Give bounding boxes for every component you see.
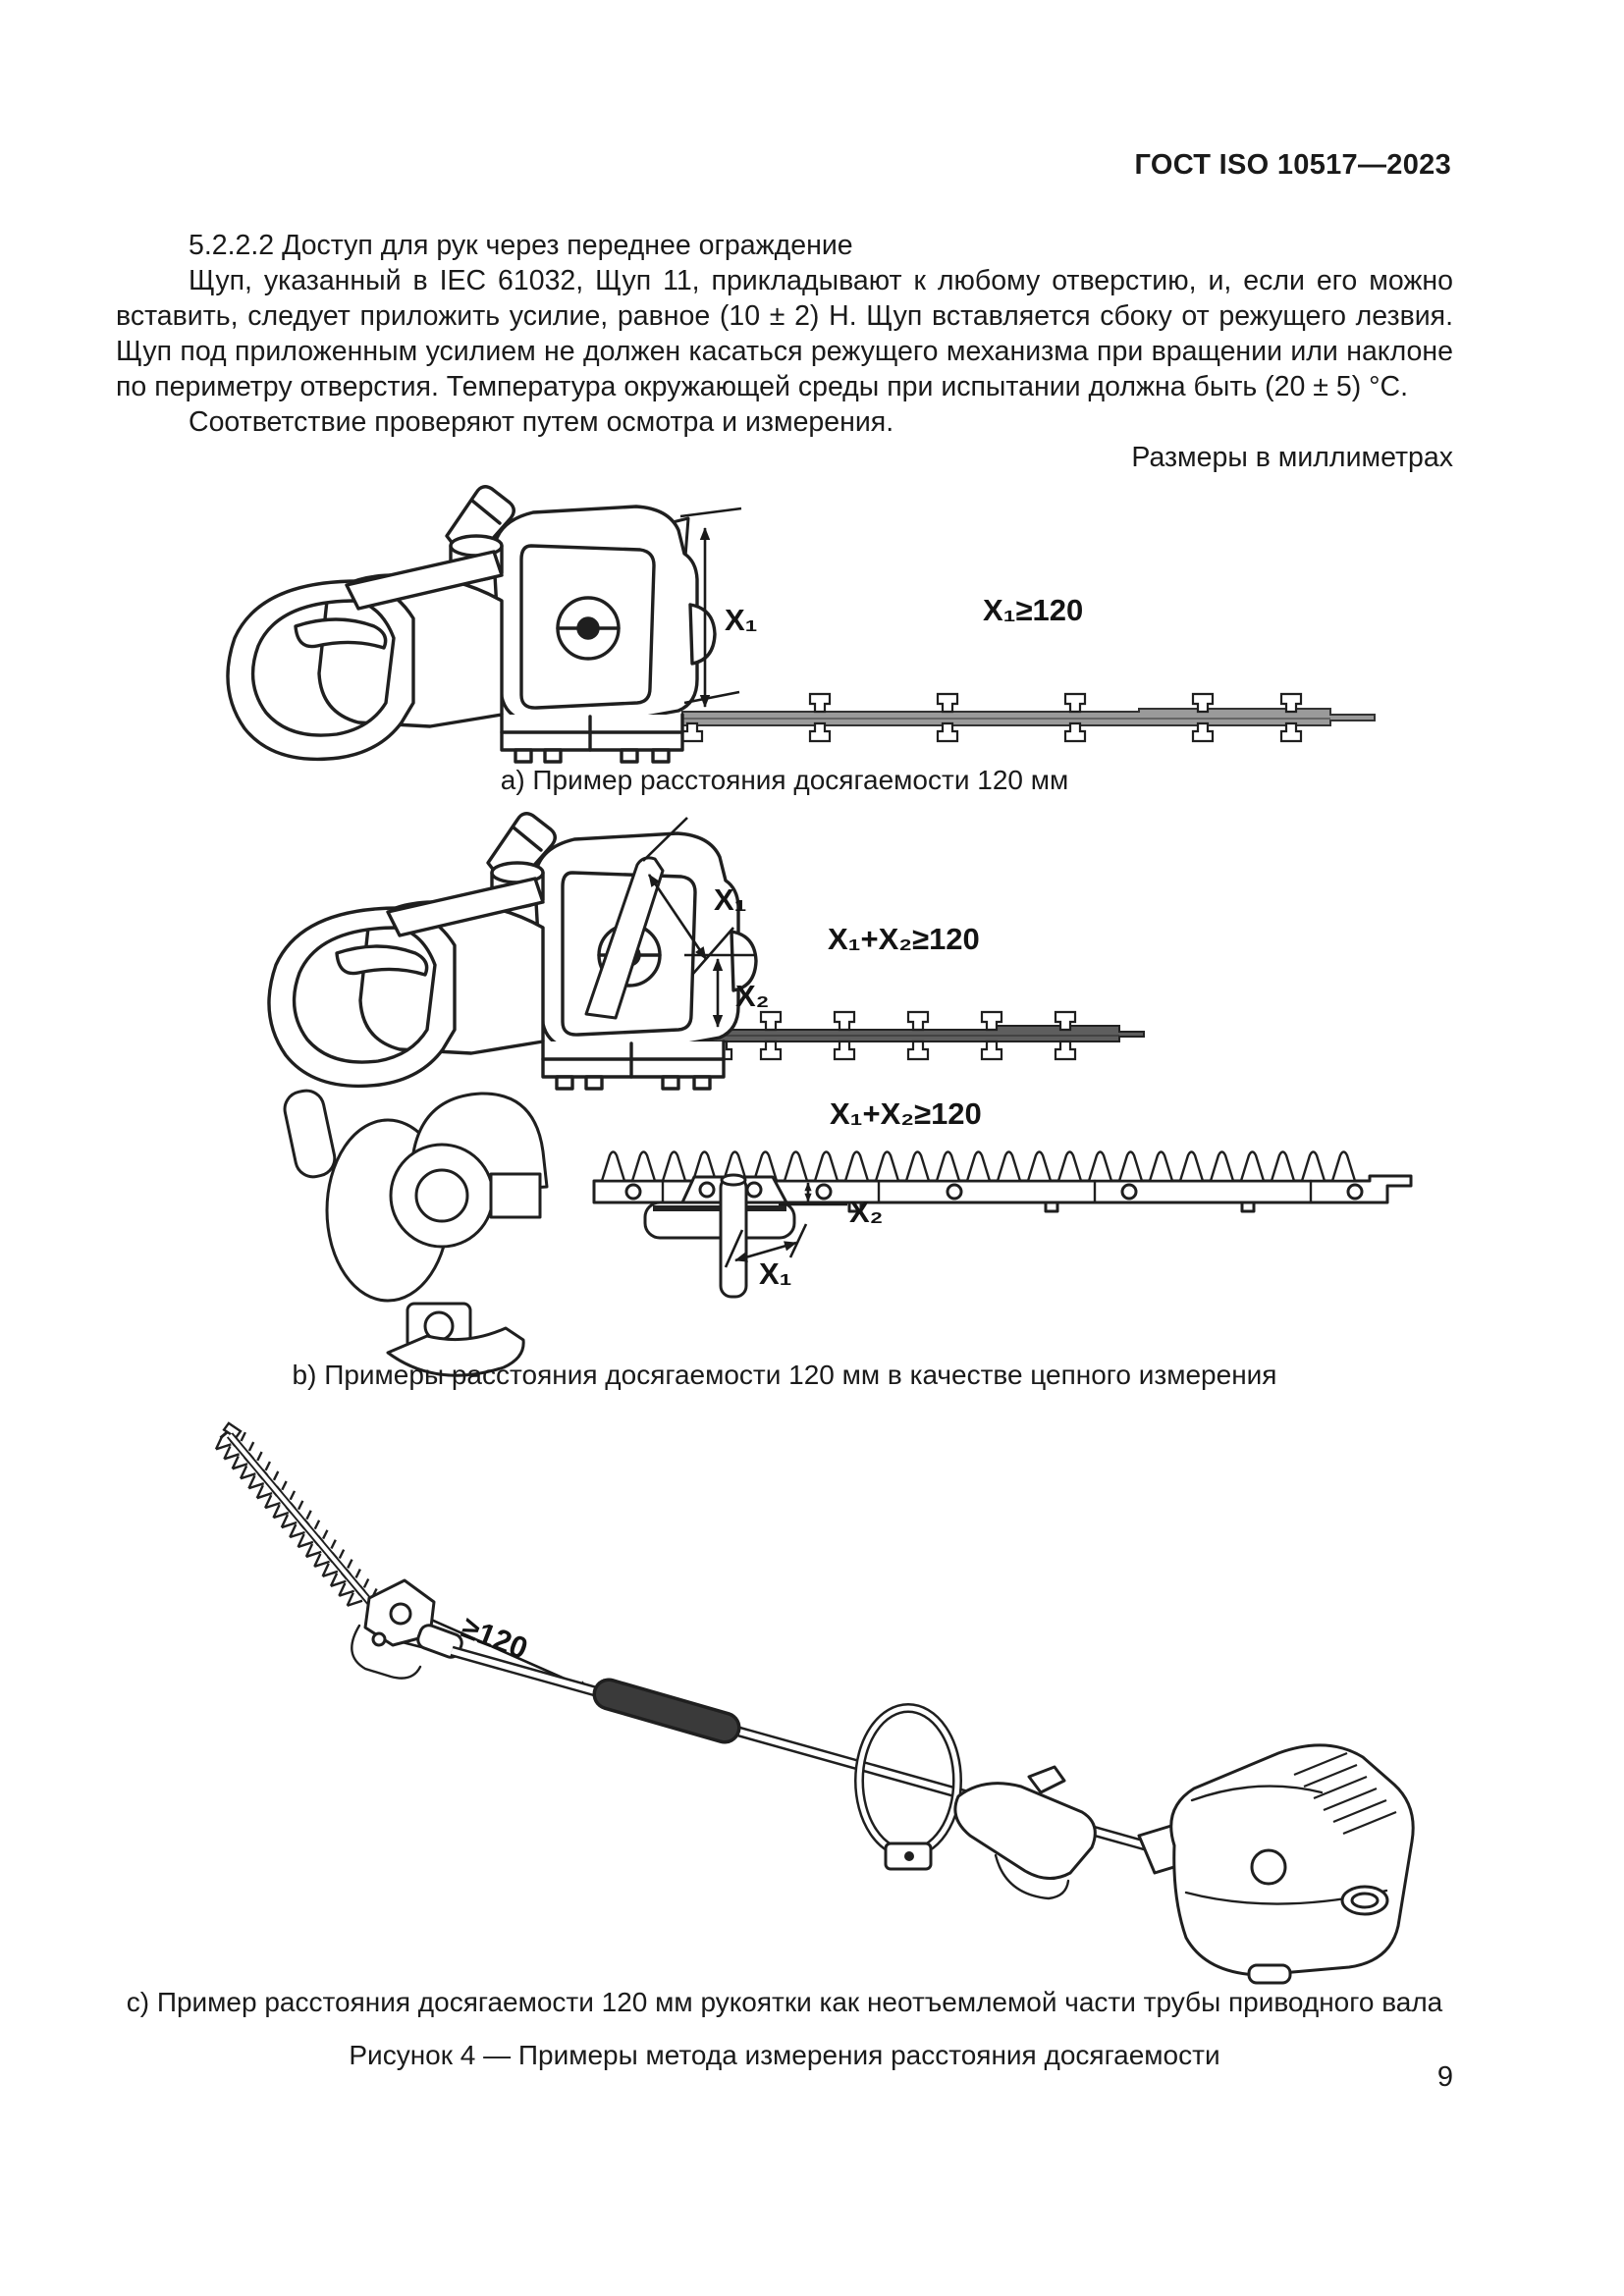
trimmer-body-drawing: [267, 812, 758, 1091]
trimmer-body-drawing: [226, 485, 717, 764]
paragraph: Щуп, указанный в IEC 61032, Щуп 11, прик…: [116, 265, 1453, 402]
figure-b-hedge-trimmer-top-view: X₂ X₁ X₁+X₂≥120: [283, 1089, 1413, 1377]
figure-b-hedge-trimmer-side-view: X₁ X₂ X₁+X₂≥120: [267, 812, 1145, 1091]
label-requirement: X₁+X₂≥120: [830, 1096, 982, 1131]
blade-teeth: [600, 1150, 1357, 1183]
document-title: ГОСТ ISO 10517—2023: [1134, 149, 1451, 181]
section-heading: 5.2.2.2 Доступ для рук через переднее ог…: [189, 230, 853, 261]
figure-a-hedge-trimmer-side-view: X₁ X₁≥120: [226, 485, 1376, 764]
caption-figure-a: a) Пример расстояния досягаемости 120 мм: [500, 765, 1069, 795]
figure-c-pole-hedge-trimmer: ≥120: [214, 1421, 1415, 1985]
engine-unit: [1137, 1743, 1415, 1985]
label-x2: X₂: [849, 1195, 883, 1229]
dimension-x2: X₂: [684, 953, 769, 1029]
cylinder-fins: [1293, 1751, 1397, 1836]
units-note: Размеры в миллиметрах: [1131, 442, 1453, 473]
throttle-trigger-housing: [953, 1765, 1097, 1900]
label-x1: X₁: [714, 882, 747, 917]
blade-drawing: [701, 1010, 1145, 1061]
cutter-bar-drawing: [214, 1421, 378, 1610]
label-x1: X₁: [759, 1256, 792, 1291]
articulation-joint: [351, 1578, 463, 1680]
figure-title: Рисунок 4 — Примеры метода измерения рас…: [349, 2040, 1220, 2070]
label-x2: X₂: [735, 979, 769, 1013]
loop-handle: [854, 1703, 962, 1871]
blade-bolts: [759, 1010, 1077, 1061]
dimension-x1: X₁: [724, 1223, 808, 1291]
caption-figure-b: b) Примеры расстояния досягаемости 120 м…: [292, 1360, 1277, 1390]
caption-figure-c: c) Пример расстояния досягаемости 120 мм…: [126, 1987, 1443, 2017]
dimension-x1: X₁: [642, 817, 747, 976]
label-requirement: X₁≥120: [983, 593, 1083, 627]
label-requirement: X₁+X₂≥120: [828, 922, 980, 956]
body-text: 5.2.2.2 Доступ для рук через переднее ог…: [116, 228, 1453, 475]
blade-drawing: [592, 1150, 1413, 1213]
paragraph: Соответствие проверяют путем осмотра и и…: [189, 406, 894, 438]
page-number: 9: [1436, 2061, 1453, 2093]
blade-bolts: [808, 692, 1303, 743]
blade-drawing: [680, 692, 1376, 743]
powerhead-drawing: [283, 1089, 549, 1377]
dimension-x1: X₁: [679, 507, 758, 709]
label-x1: X₁: [725, 603, 758, 637]
dimension-x2: X₂: [779, 1182, 883, 1229]
test-probe: [680, 1173, 788, 1299]
